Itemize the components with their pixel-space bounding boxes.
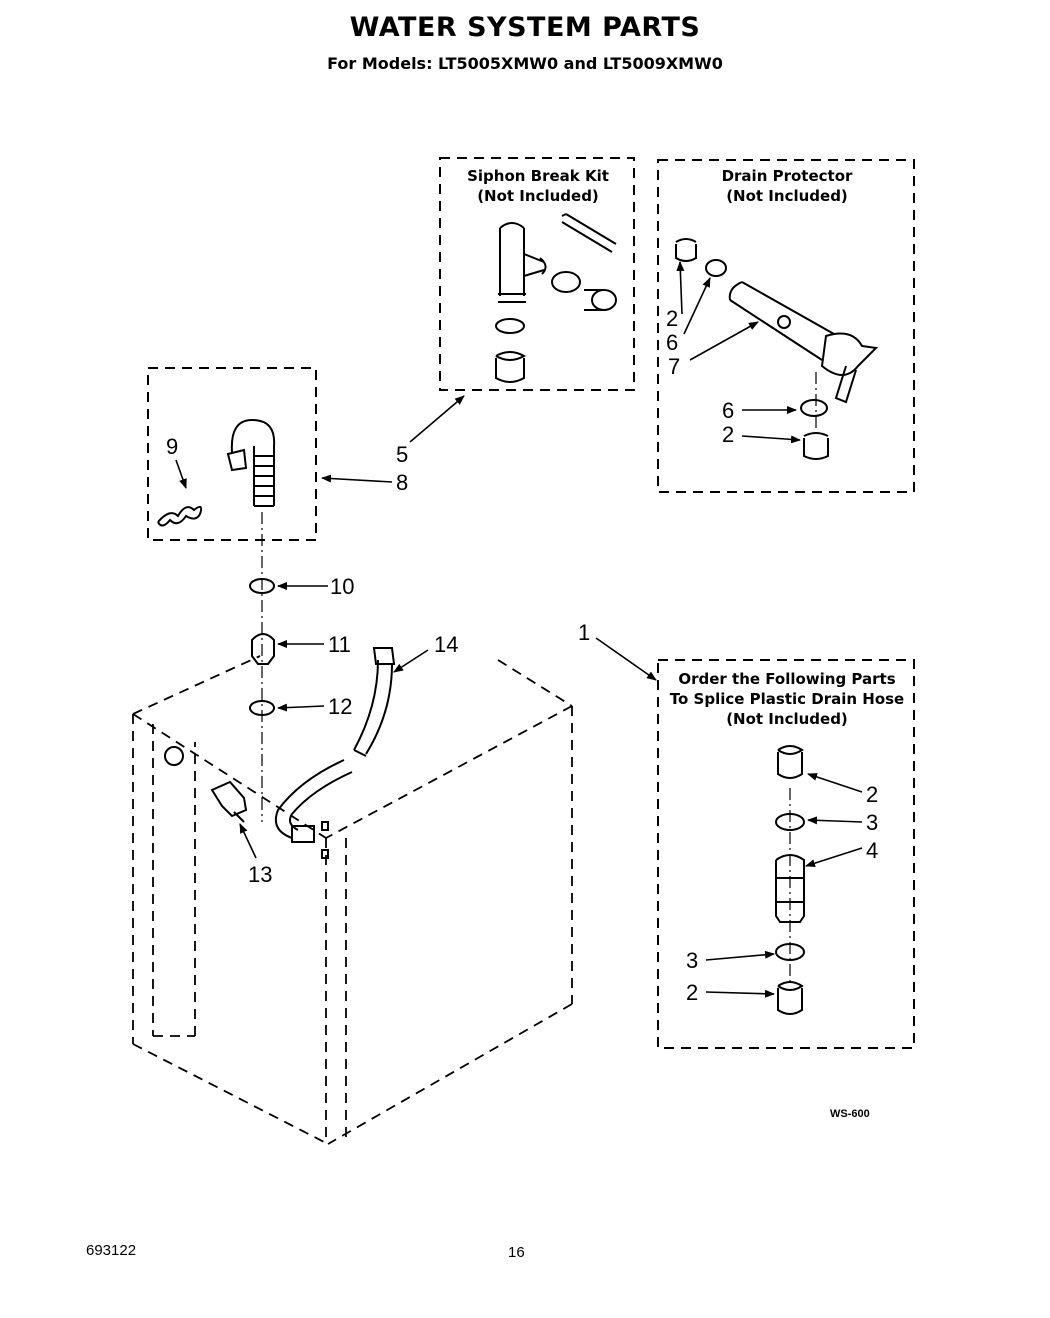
- splice-clamp-bottom: [775, 943, 805, 961]
- callout-6-drain-top: 6: [666, 330, 678, 355]
- drain-protector-clamp-bottom: [800, 399, 828, 417]
- drain-protector-note: (Not Included): [726, 187, 848, 205]
- splice-connector: [775, 854, 805, 923]
- hose-clamp-lower: [249, 700, 275, 716]
- callout-8: 8: [396, 470, 408, 495]
- drain-hose-connectors: [249, 578, 275, 716]
- siphon-break-kit-parts: [495, 213, 617, 383]
- models-subtitle: For Models: LT5005XMW0 and LT5009XMW0: [327, 54, 723, 73]
- splice-parts-line1: Order the Following Parts: [678, 670, 896, 688]
- callout-numbers: 1 5 8 9 10 11 12 13 14 2 6 7 6 2 2 3 4 3…: [166, 306, 878, 1005]
- page-number: 16: [508, 1244, 525, 1261]
- callout-2-drain-top: 2: [666, 306, 678, 331]
- callout-13: 13: [248, 862, 272, 887]
- drain-protector-clamp-top: [705, 259, 727, 277]
- callout-12: 12: [328, 694, 352, 719]
- siphon-break-kit-box: [439, 157, 635, 391]
- siphon-coupling-nut: [551, 271, 581, 293]
- drain-protector-adapter-top: [675, 238, 697, 262]
- siphon-tube-stick: [561, 213, 617, 253]
- figure-code: WS-600: [830, 1108, 870, 1120]
- drain-protector-valve: [820, 332, 879, 376]
- drain-hose-kit-parts: [157, 418, 276, 527]
- splice-adapter-bottom: [777, 981, 804, 1015]
- callout-11: 11: [328, 632, 351, 657]
- siphon-break-kit-note: (Not Included): [477, 187, 599, 205]
- callout-2-drain-bottom: 2: [722, 422, 734, 447]
- drain-protector-title: Drain Protector: [721, 167, 853, 185]
- callout-2-splice-top: 2: [866, 782, 878, 807]
- siphon-break-kit-label: Siphon Break Kit (Not Included): [444, 166, 632, 206]
- drain-hose-coil: [230, 418, 276, 506]
- splice-parts-label: Order the Following Parts To Splice Plas…: [662, 669, 912, 729]
- splice-parts-line3: (Not Included): [726, 710, 848, 728]
- siphon-clamp: [495, 318, 525, 334]
- drain-protector-parts: [675, 238, 879, 460]
- hose-coupling: [251, 633, 275, 665]
- callout-leaders: [175, 261, 863, 998]
- callout-3-splice-bottom: 3: [686, 948, 698, 973]
- drain-protector-box: [657, 159, 915, 493]
- internal-drain-hose: [274, 759, 353, 859]
- drain-protector-adapter-bottom: [803, 432, 829, 460]
- callout-4: 4: [866, 838, 878, 863]
- callout-5: 5: [396, 442, 408, 467]
- callout-6-drain-bottom: 6: [722, 398, 734, 423]
- splice-parts-stack: [775, 745, 805, 1015]
- siphon-adapter: [495, 351, 527, 383]
- callout-7: 7: [668, 354, 680, 379]
- document-number: 693122: [86, 1242, 137, 1259]
- hose-retainer-strap: [157, 505, 203, 527]
- inlet-hose: [353, 647, 396, 757]
- siphon-tee-body: [498, 222, 526, 303]
- splice-parts-line2: To Splice Plastic Drain Hose: [669, 690, 905, 708]
- washer-cabinet-outline: [132, 655, 573, 1145]
- splice-parts-box: [657, 659, 915, 1049]
- callout-14: 14: [434, 632, 458, 657]
- page-title: WATER SYSTEM PARTS: [349, 12, 701, 43]
- siphon-valve-body: [591, 289, 617, 311]
- splice-adapter-top: [777, 745, 804, 779]
- siphon-break-kit-title: Siphon Break Kit: [467, 167, 609, 185]
- callout-1: 1: [578, 620, 590, 645]
- drain-protector-label: Drain Protector (Not Included): [662, 166, 912, 206]
- callout-10: 10: [330, 574, 354, 599]
- hose-clamp-upper: [249, 578, 275, 594]
- callout-9: 9: [166, 434, 178, 459]
- callout-3-splice-top: 3: [866, 810, 878, 835]
- drain-elbow: [164, 746, 248, 823]
- callout-2-splice-bottom: 2: [686, 980, 698, 1005]
- splice-clamp-top: [775, 813, 805, 831]
- drain-protector-body: [728, 281, 835, 361]
